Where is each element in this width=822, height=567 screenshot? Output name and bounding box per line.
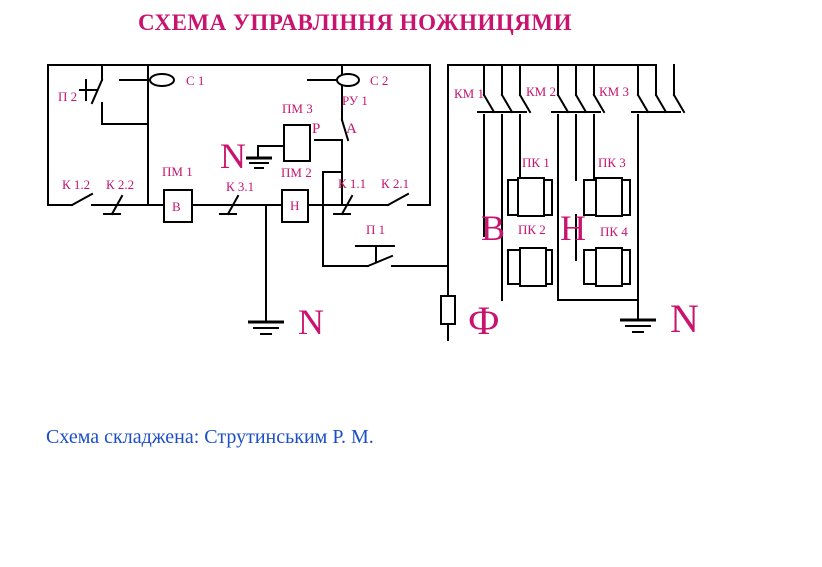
label-pm2: ПМ 2 bbox=[281, 165, 312, 180]
label-n-top: N bbox=[220, 136, 246, 176]
contact-km2 bbox=[551, 93, 606, 114]
label-pk4: ПК 4 bbox=[600, 224, 628, 239]
contact-k21 bbox=[386, 192, 410, 207]
label-phi: Ф bbox=[468, 298, 500, 343]
button-p1 bbox=[355, 245, 395, 268]
label-c2: С 2 bbox=[370, 73, 388, 88]
label-km1: КМ 1 bbox=[454, 86, 484, 101]
contact-k11 bbox=[333, 194, 359, 216]
relay-pk4 bbox=[595, 247, 623, 287]
contact-k12 bbox=[70, 192, 94, 207]
label-ru1: РУ 1 bbox=[342, 93, 368, 108]
label-k22: К 2.2 bbox=[106, 177, 134, 192]
diagram-title: СХЕМА УПРАВЛІННЯ НОЖНИЦЯМИ bbox=[137, 10, 573, 35]
label-c1: С 1 bbox=[186, 73, 204, 88]
fuse bbox=[440, 295, 456, 325]
power-wiring bbox=[447, 64, 675, 321]
relay-pk1 bbox=[517, 177, 545, 217]
contact-k22 bbox=[103, 194, 129, 216]
label-pm1-coil: В bbox=[172, 199, 181, 214]
label-k12: К 1.2 bbox=[62, 177, 90, 192]
contact-k31 bbox=[219, 194, 245, 216]
label-pk3: ПК 3 bbox=[598, 155, 626, 170]
label-p1: П 1 bbox=[366, 222, 385, 237]
label-n-bottom-left: N bbox=[298, 302, 324, 342]
label-k31: К 3.1 bbox=[226, 179, 254, 194]
label-km2: КМ 2 bbox=[526, 84, 556, 99]
label-h-big: Н bbox=[560, 208, 586, 248]
label-n-bottom-right: N bbox=[670, 296, 699, 341]
relay-pk2 bbox=[519, 247, 547, 287]
label-k21: К 2.1 bbox=[381, 176, 409, 191]
ground-top bbox=[246, 156, 272, 169]
ground-bottom-left bbox=[248, 320, 284, 335]
control-wiring bbox=[47, 64, 449, 341]
label-pk1: ПК 1 bbox=[522, 155, 550, 170]
label-pm1: ПМ 1 bbox=[162, 164, 193, 179]
label-pk2: ПК 2 bbox=[518, 222, 546, 237]
label-v-big: В bbox=[481, 208, 505, 248]
label-p: Р bbox=[312, 121, 320, 137]
label-k11: К 1.1 bbox=[338, 176, 366, 191]
coil-pm3 bbox=[283, 124, 311, 162]
label-km3: КМ 3 bbox=[599, 84, 629, 99]
coil-pm1 bbox=[163, 189, 193, 223]
switch-c2 bbox=[307, 73, 360, 87]
label-pm3: ПМ 3 bbox=[282, 101, 313, 116]
ground-bottom-right bbox=[620, 318, 656, 333]
switch-c1 bbox=[119, 73, 175, 87]
label-pm2-coil: Н bbox=[290, 198, 299, 213]
coil-pm2 bbox=[281, 189, 309, 223]
switch-ru1 bbox=[340, 118, 350, 142]
contact-km3 bbox=[631, 93, 686, 114]
label-a: А bbox=[346, 121, 357, 137]
button-p2 bbox=[79, 78, 104, 105]
label-p2: П 2 bbox=[58, 89, 77, 104]
contact-km1 bbox=[477, 93, 532, 114]
author-credit: Схема складжена: Струтинським Р. М. bbox=[46, 426, 374, 448]
relay-pk3 bbox=[595, 177, 623, 217]
